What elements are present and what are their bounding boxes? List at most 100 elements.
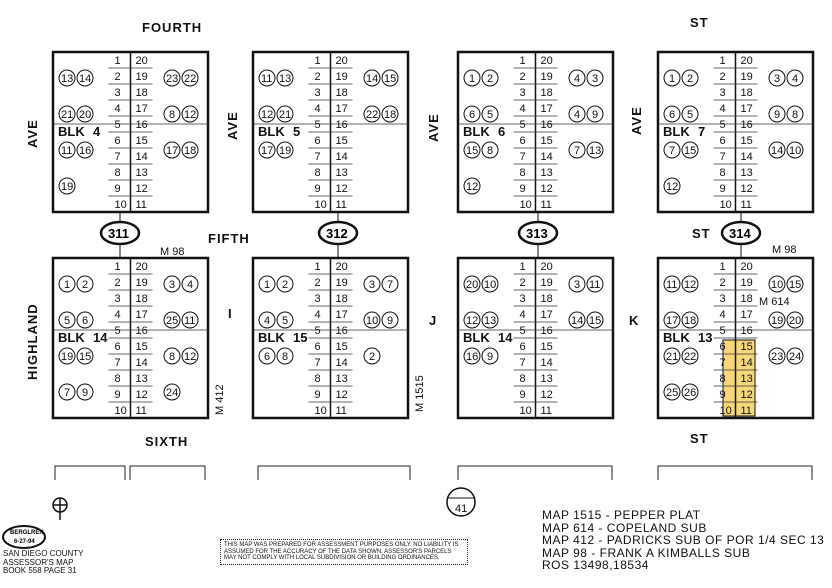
parcel-circle xyxy=(58,275,76,293)
parcel-circle xyxy=(163,105,181,123)
lot-number: 15 xyxy=(541,341,553,353)
parcel-number: 3 xyxy=(574,279,580,291)
street-ave-2: AVE xyxy=(225,111,240,140)
parcel-number: 4 xyxy=(574,109,580,121)
parcel-number: 15 xyxy=(789,279,801,291)
parcel-number: 11 xyxy=(61,145,72,157)
parcel-number: 12 xyxy=(184,351,196,363)
parcel-circle xyxy=(663,383,681,401)
parcel-number: 3 xyxy=(774,73,780,85)
parcel-circle xyxy=(181,69,199,87)
lot-number: 8 xyxy=(315,167,321,179)
parcel-circle xyxy=(363,347,381,365)
lot-number: 16 xyxy=(136,325,148,337)
parcel-number: 15 xyxy=(589,315,601,327)
lot-number: 9 xyxy=(720,389,726,401)
lot-number: 20 xyxy=(741,55,753,67)
parcel-circle xyxy=(163,275,181,293)
parcel-circle xyxy=(381,69,399,87)
parcel-circle xyxy=(663,69,681,87)
lot-number: 2 xyxy=(115,71,121,83)
lot-number: 12 xyxy=(541,183,553,195)
svg-text:6-27-94: 6-27-94 xyxy=(14,539,35,545)
bottom-page-circle: 41 xyxy=(446,487,476,517)
lot-number: 19 xyxy=(336,71,348,83)
parcel-number: 9 xyxy=(387,315,393,327)
parcel-circle xyxy=(76,105,94,123)
lot-number: 17 xyxy=(136,103,148,115)
parcel-circle xyxy=(363,311,381,329)
parcel-number: 15 xyxy=(466,145,478,157)
lot-number: 9 xyxy=(115,183,121,195)
block-number: 14 xyxy=(93,330,108,345)
parcel-number: 16 xyxy=(79,145,91,157)
parcel-circle xyxy=(681,383,699,401)
parcel-circle xyxy=(276,275,294,293)
parcel-number: 24 xyxy=(789,351,801,363)
lot-number: 20 xyxy=(336,261,348,273)
parcel-circle xyxy=(181,105,199,123)
legend-line: MAP 1515 - PEPPER PLAT xyxy=(542,508,701,522)
lot-number: 10 xyxy=(520,405,532,417)
parcel-circle xyxy=(586,69,604,87)
parcel-circle xyxy=(768,311,786,329)
parcel-circle xyxy=(586,275,604,293)
lot-number: 5 xyxy=(115,325,121,337)
parcel-circle xyxy=(58,69,76,87)
parcel-circle xyxy=(381,311,399,329)
parcel-number: 8 xyxy=(169,109,175,121)
lot-number: 11 xyxy=(541,405,552,417)
parcel-number: 17 xyxy=(166,145,178,157)
lot-number: 7 xyxy=(520,151,526,163)
lot-number: 19 xyxy=(136,71,148,83)
assessor-stamp: BERGLREN 6-27-94 xyxy=(2,525,46,549)
lot-number: 18 xyxy=(136,87,148,99)
lot-number: 1 xyxy=(520,55,526,67)
parcel-circle xyxy=(663,105,681,123)
block-label: BLK xyxy=(463,330,490,345)
parcel-circle xyxy=(258,141,276,159)
lot-number: 18 xyxy=(741,87,753,99)
parcel-number: 4 xyxy=(574,73,580,85)
block-number: 15 xyxy=(293,330,307,345)
parcel-number: 14 xyxy=(79,73,91,85)
lot-number: 16 xyxy=(741,325,753,337)
parcel-circle xyxy=(258,69,276,87)
map-ref-m98: M 98 xyxy=(160,246,184,258)
parcel-circle xyxy=(276,105,294,123)
lot-number: 10 xyxy=(115,405,127,417)
parcel-number: 8 xyxy=(169,351,175,363)
page-number: 312 xyxy=(326,226,348,241)
lot-number: 2 xyxy=(520,277,526,289)
lot-number: 15 xyxy=(336,341,348,353)
parcel-circle xyxy=(463,275,481,293)
parcel-number: 10 xyxy=(771,279,783,291)
parcel-number: 3 xyxy=(369,279,375,291)
block-number: 5 xyxy=(293,124,300,139)
parcel-circle xyxy=(663,311,681,329)
block-label: BLK xyxy=(663,124,690,139)
lot-number: 9 xyxy=(520,183,526,195)
lot-number: 4 xyxy=(315,103,321,115)
parcel-number: 12 xyxy=(466,315,478,327)
parcel-number: 22 xyxy=(184,73,196,85)
lot-number: 20 xyxy=(136,55,148,67)
lot-number: 10 xyxy=(315,199,327,211)
lot-number: 12 xyxy=(741,389,753,401)
parcel-number: 23 xyxy=(166,73,178,85)
lot-number: 8 xyxy=(520,373,526,385)
lot-number: 14 xyxy=(336,151,348,163)
parcel-number: 6 xyxy=(82,315,88,327)
parcel-number: 13 xyxy=(61,73,73,85)
parcel-circle xyxy=(481,275,499,293)
parcel-circle xyxy=(163,141,181,159)
parcel-circle xyxy=(276,69,294,87)
parcel-number: 12 xyxy=(184,109,196,121)
street-j: J xyxy=(429,313,437,328)
page-number-313: 313 xyxy=(517,212,559,258)
street-fourth: FOURTH xyxy=(142,20,202,35)
